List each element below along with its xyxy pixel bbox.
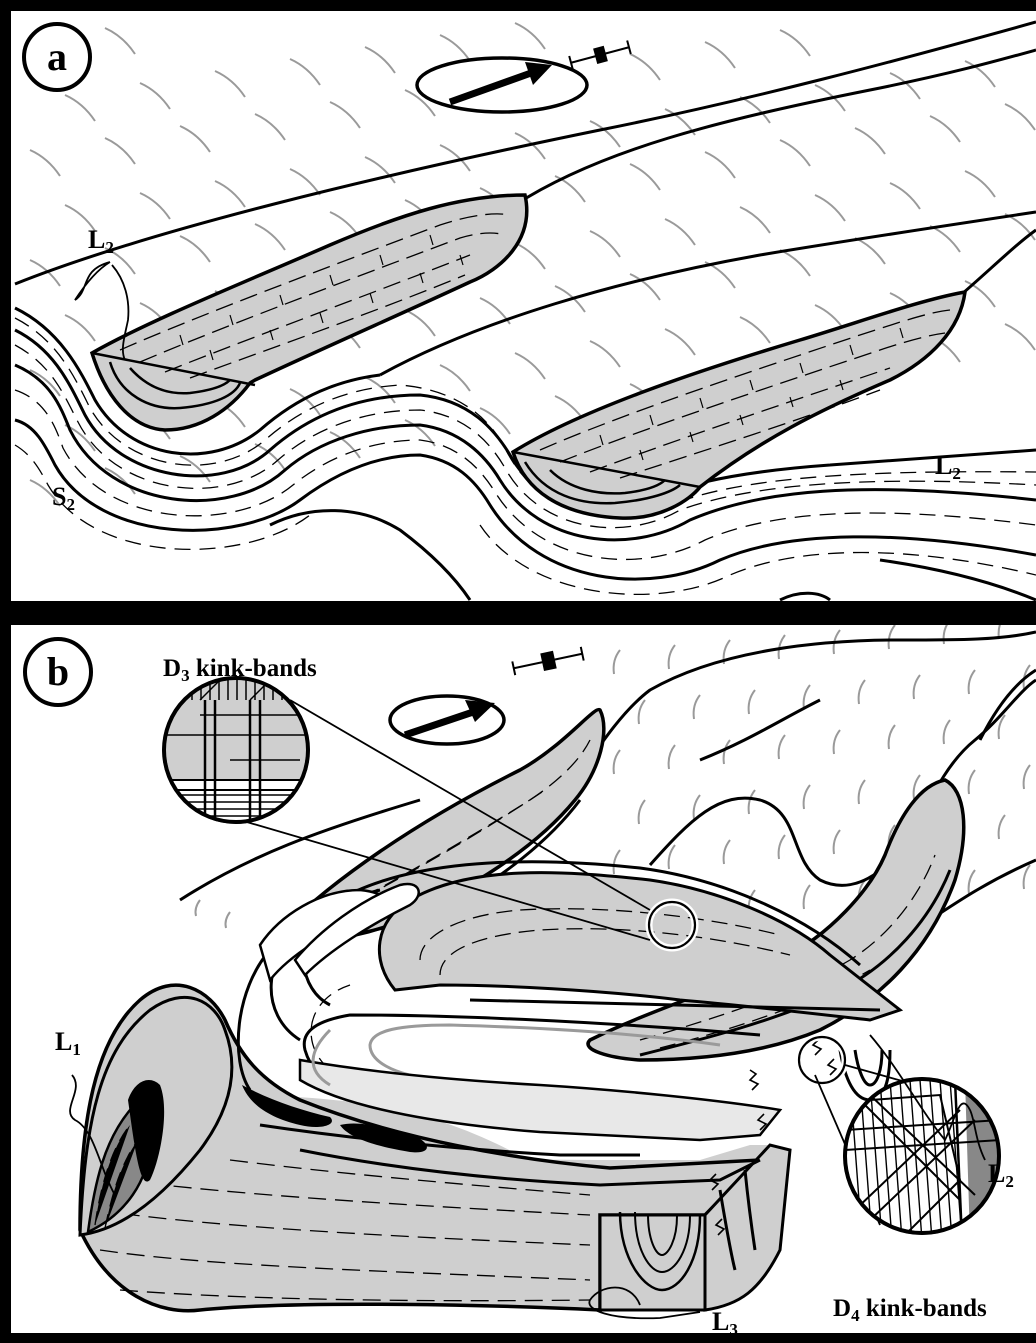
panel-b: b D3 kink-bands D4 kink-bands L1 L2 L3 [5, 615, 1036, 1339]
panel-a-letter: a [24, 24, 90, 90]
panel-a: a L2 L2 S2 [5, 5, 1036, 607]
svg-text:a: a [47, 34, 67, 79]
panel-b-letter: b [25, 639, 91, 705]
compass-ellipse-icon [390, 696, 504, 744]
compass-ellipse-icon [417, 58, 587, 112]
svg-text:b: b [47, 649, 69, 694]
